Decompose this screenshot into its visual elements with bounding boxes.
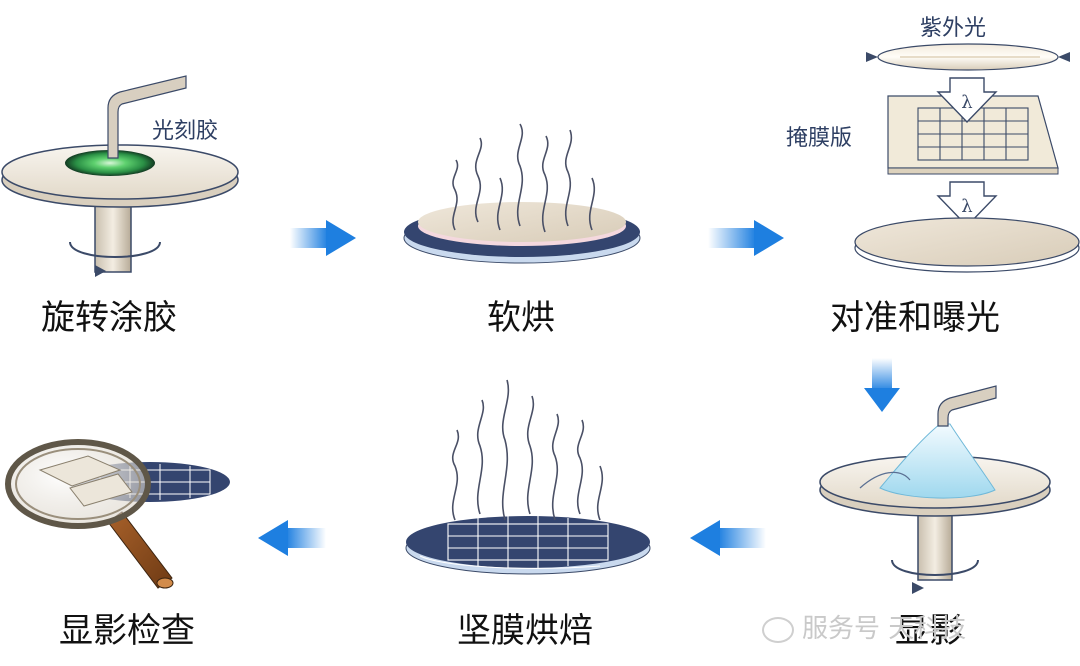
uv-arrow-2 [936,181,998,228]
inspect-illustration [5,439,230,589]
wechat-icon [762,616,794,643]
uv-lamp [866,43,1070,71]
soft-bake-illustration [403,123,641,264]
magnifier-handle [107,511,174,589]
photoresist-label: 光刻胶 [152,119,219,144]
hard-bake-illustration [405,379,651,575]
lambda-symbol-2: λ [961,196,972,217]
step-label-align-expose: 对准和曝光 [830,298,1000,338]
step-label-soft-bake: 软烘 [487,298,555,338]
flow-arrow-3 [864,358,900,412]
mask-plate [887,95,1059,175]
flow-arrow-4 [690,520,766,556]
lambda-symbol-1: λ [961,92,972,113]
step-label-hard-bake: 坚膜烘焙 [457,611,593,651]
flow-arrow-5 [258,520,326,556]
align-expose-illustration [854,43,1080,273]
uv-light-label: 紫外光 [920,16,987,41]
step-label-inspect: 显影检查 [59,611,195,651]
step-label-spin-coat: 旋转涂胶 [41,298,177,338]
heat-waves [451,379,604,521]
heat-waves [452,123,596,233]
flow-arrow-1 [290,220,356,256]
magnifier-icon [5,439,151,529]
step-label-develop: 显影 [895,611,963,651]
mask-label: 掩膜版 [786,126,853,151]
watermark-text: 服务号 天科技 [802,614,967,644]
spin-coat-illustration [1,75,239,277]
watermark: 服务号 天科技 [762,608,966,645]
flow-arrow-2 [708,220,784,256]
uv-arrow-1 [936,77,998,124]
develop-illustration [819,385,1051,594]
pattern-grid [419,516,609,569]
